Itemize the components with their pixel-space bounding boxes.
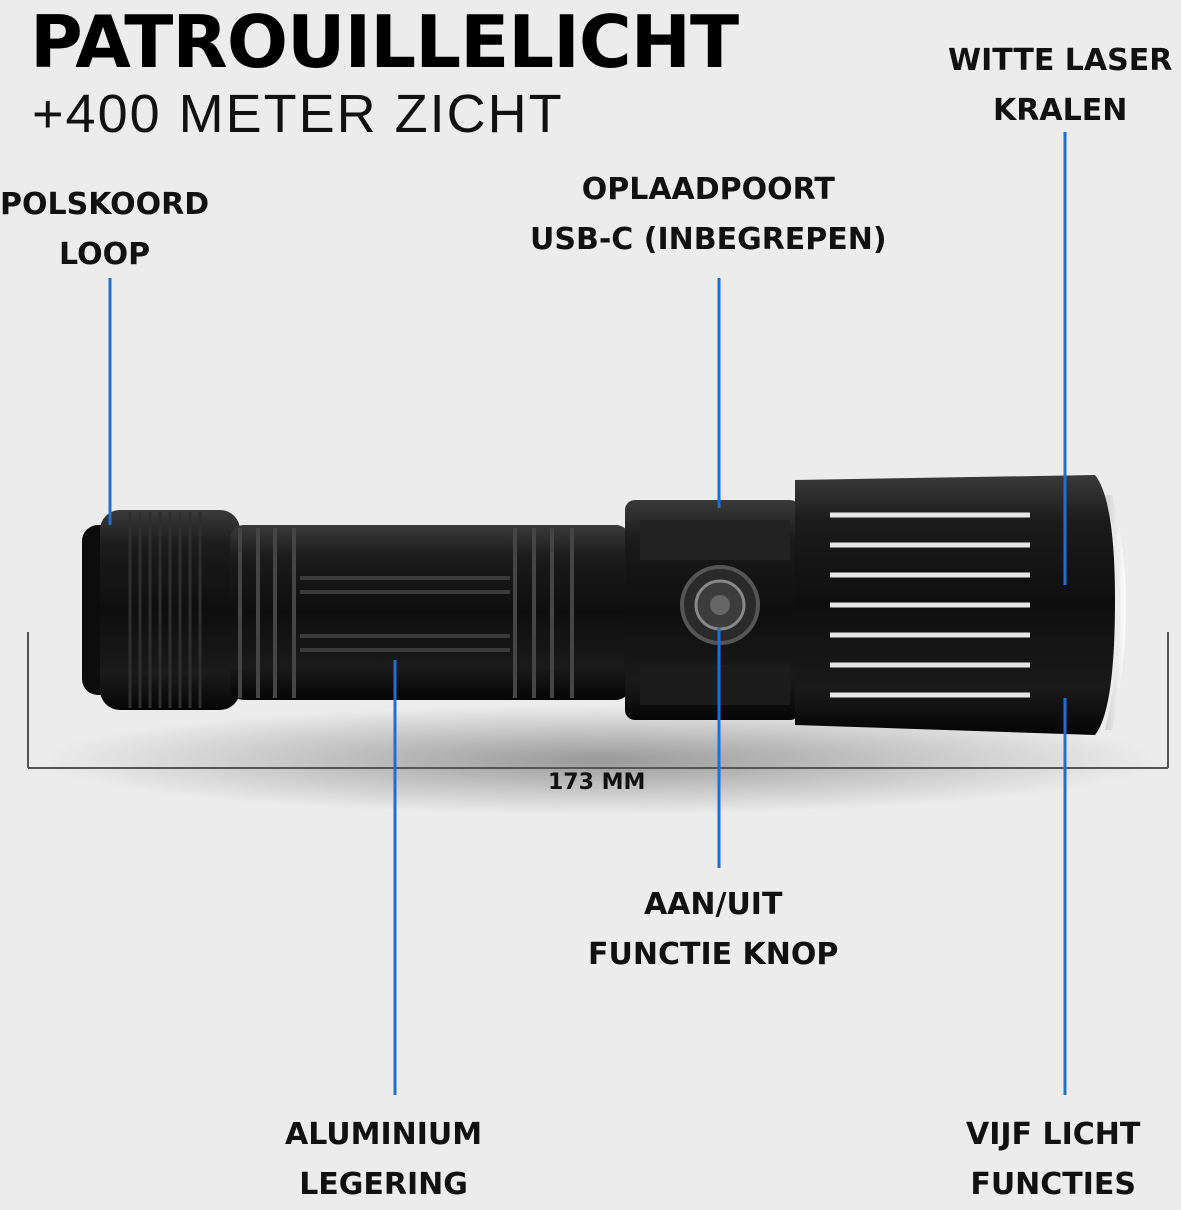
callout-aluminium: ALUMINIUM LEGERING [285, 1110, 482, 1210]
callout-aan-uit-line1: AAN/UIT [643, 887, 783, 922]
callout-vijf-licht: VIJF LICHT FUNCTIES [966, 1110, 1140, 1210]
callout-polskoord-line1: POLSKOORD [0, 187, 210, 222]
callout-aluminium-line1: ALUMINIUM [285, 1117, 483, 1152]
flashlight-shadow [40, 705, 1160, 815]
dimension-bracket [27, 632, 1169, 769]
page-subtitle: +400 METER ZICHT [32, 84, 564, 144]
callout-aluminium-line2: LEGERING [299, 1167, 468, 1202]
flashlight-head [795, 475, 1126, 735]
callout-polskoord-line2: LOOP [59, 237, 151, 272]
callout-vijf-licht-line1: VIJF LICHT [966, 1117, 1141, 1152]
callout-witte-laser-line1: WITTE LASER [948, 43, 1173, 78]
power-button [680, 565, 760, 645]
callout-aan-uit-line2: FUNCTIE KNOP [588, 937, 839, 972]
leader-lines [108, 132, 1067, 1095]
callout-oplaadpoort-line2: USB-C (INBEGREPEN) [530, 222, 887, 257]
callout-polskoord: POLSKOORD LOOP [0, 180, 209, 280]
callout-oplaadpoort: OPLAADPOORT USB-C (INBEGREPEN) [530, 165, 887, 265]
callout-vijf-licht-line2: FUNCTIES [970, 1167, 1137, 1202]
callout-oplaadpoort-line1: OPLAADPOORT [581, 172, 835, 207]
callout-aan-uit: AAN/UIT FUNCTIE KNOP [588, 880, 838, 980]
callout-witte-laser: WITTE LASER KRALEN [948, 36, 1172, 136]
body-tube [230, 525, 630, 700]
tail-cap [82, 510, 240, 710]
dimension-label: 173 MM [548, 770, 646, 795]
callout-witte-laser-line2: KRALEN [993, 93, 1128, 128]
page-title: PATROUILLELICHT [30, 0, 739, 84]
